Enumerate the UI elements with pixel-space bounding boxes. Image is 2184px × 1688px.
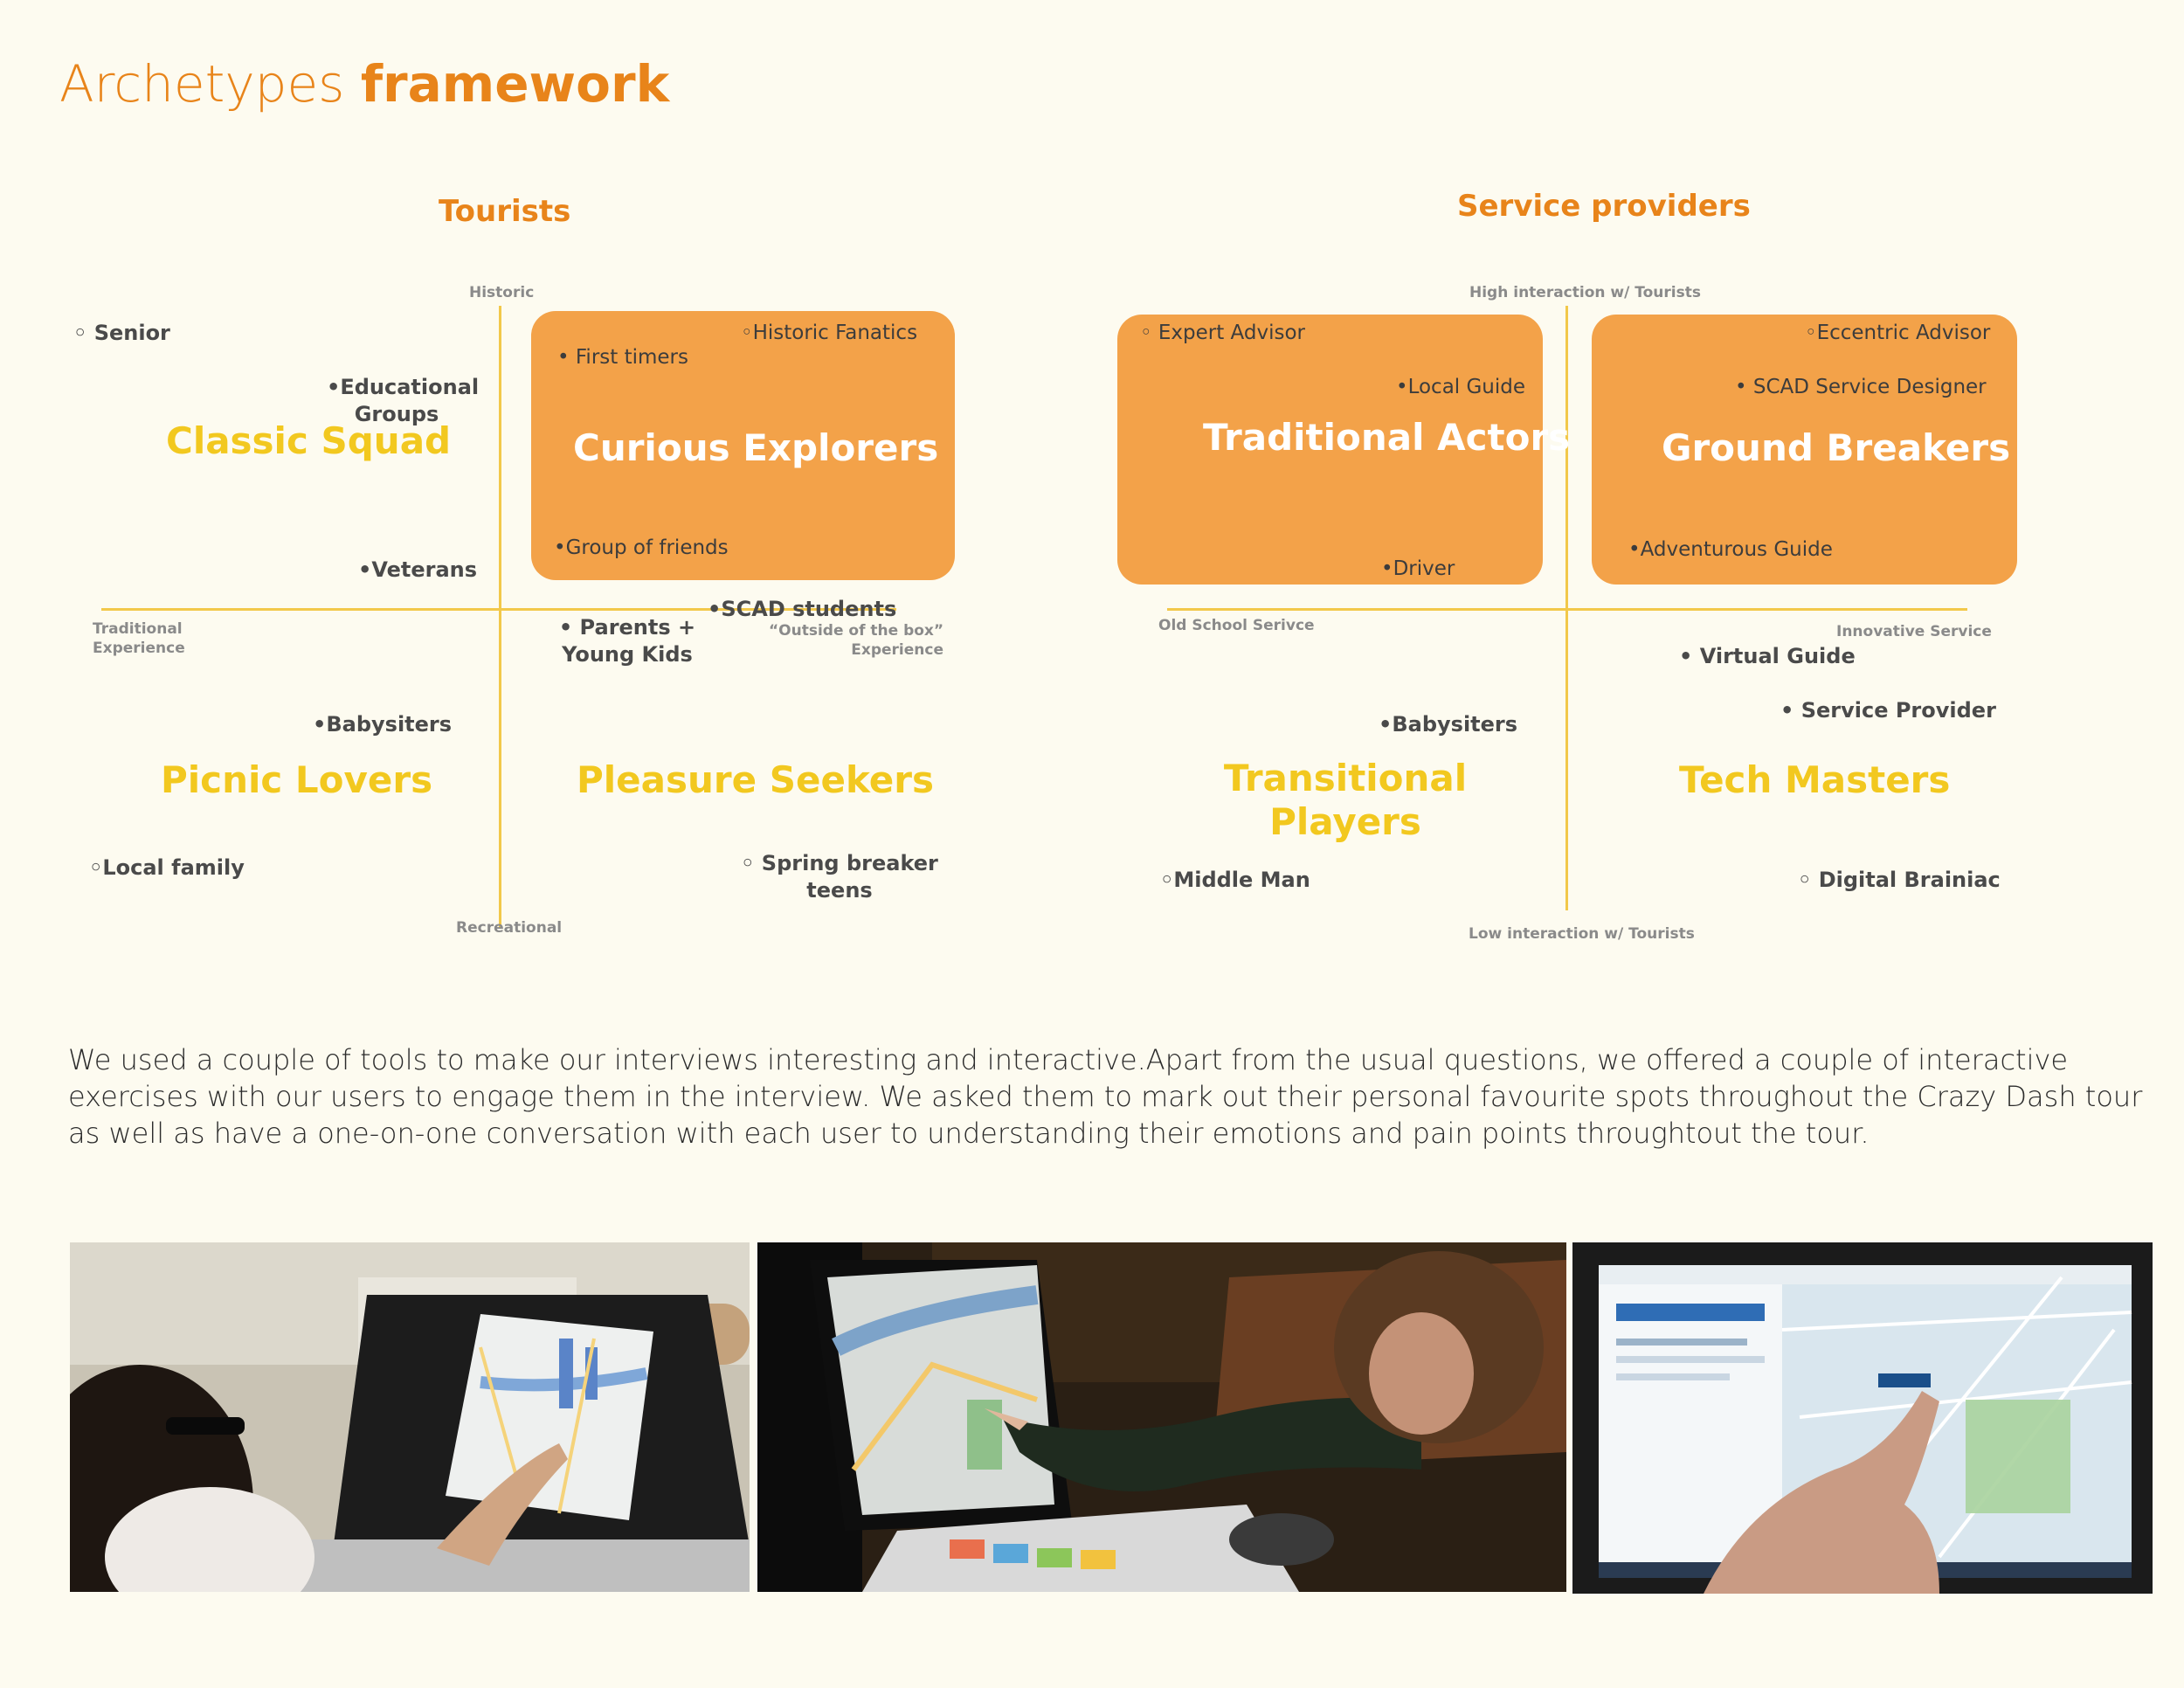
item-eccentric-advisor: ◦Eccentric Advisor <box>1805 322 1991 344</box>
description-paragraph: We used a couple of tools to make our in… <box>68 1043 2143 1150</box>
item-driver: •Driver <box>1381 557 1455 580</box>
providers-axis-right: Innovative Service <box>1836 623 1992 640</box>
providers-heading: Service providers <box>1457 189 1751 224</box>
item-senior: ◦ Senior <box>73 321 170 345</box>
quadrant-pleasure-seekers: Pleasure Seekers <box>577 758 934 801</box>
traditional-actors-box: ◦ Expert Advisor •Local Guide Traditiona… <box>1117 315 1570 585</box>
item-historic-fanatics: ◦Historic Fanatics <box>741 322 918 344</box>
item-adventurous-guide: •Adventurous Guide <box>1628 538 1833 561</box>
ground-breakers-box: ◦Eccentric Advisor • SCAD Service Design… <box>1592 315 2017 585</box>
item-expert-advisor: ◦ Expert Advisor <box>1140 322 1305 344</box>
quadrant-picnic-lovers: Picnic Lovers <box>161 758 433 801</box>
item-service-provider: • Service Provider <box>1780 698 1996 723</box>
providers-axis-left: Old School Serivce <box>1158 617 1315 634</box>
providers-axis-top: High interaction w/ Tourists <box>1469 284 1701 301</box>
quadrant-traditional-actors: Traditional Actors <box>1203 416 1571 459</box>
photo-interview-3 <box>1572 1242 2153 1594</box>
item-local-family: ◦Local family <box>89 855 245 880</box>
quadrant-ground-breakers: Ground Breakers <box>1662 426 2011 469</box>
item-babysiters: •Babysiters <box>313 712 453 737</box>
item-scad-students: •SCAD students <box>708 597 897 621</box>
item-middle-man: ◦Middle Man <box>1160 868 1310 892</box>
providers-axis-bottom: Low interaction w/ Tourists <box>1469 925 1695 943</box>
quadrant-curious-explorers: Curious Explorers <box>573 426 939 469</box>
curious-explorers-box: ◦Historic Fanatics • First timers Curiou… <box>531 311 955 580</box>
item-parents-young-kids: • Parents +Young Kids <box>558 615 696 667</box>
item-digital-brainiac: ◦ Digital Brainiac <box>1798 868 2001 892</box>
quadrant-tech-masters: Tech Masters <box>1679 758 1951 801</box>
item-virtual-guide: • Virtual Guide <box>1679 644 1856 668</box>
item-scad-service-designer: • SCAD Service Designer <box>1735 376 1987 398</box>
providers-horizontal-axis <box>1167 608 1967 611</box>
item-first-timers: • First timers <box>557 346 688 369</box>
tourists-axis-right: “Outside of the box”Experience <box>769 622 944 659</box>
item-babysiters-provider: •Babysiters <box>1379 712 1518 737</box>
item-veterans: •Veterans <box>358 557 478 582</box>
tourists-heading: Tourists <box>439 194 571 229</box>
photo-interview-1 <box>70 1242 750 1592</box>
page-title: Archetypes framework <box>59 54 670 114</box>
photo-interview-2 <box>757 1242 1566 1592</box>
item-local-guide: •Local Guide <box>1396 376 1526 398</box>
tourists-axis-bottom: Recreational <box>456 919 563 937</box>
item-group-of-friends: •Group of friends <box>554 536 729 559</box>
quadrant-classic-squad: Classic Squad <box>166 419 452 462</box>
tourists-axis-top: Historic <box>469 284 535 301</box>
tourists-vertical-axis <box>499 306 501 928</box>
tourists-horizontal-axis <box>101 608 896 611</box>
